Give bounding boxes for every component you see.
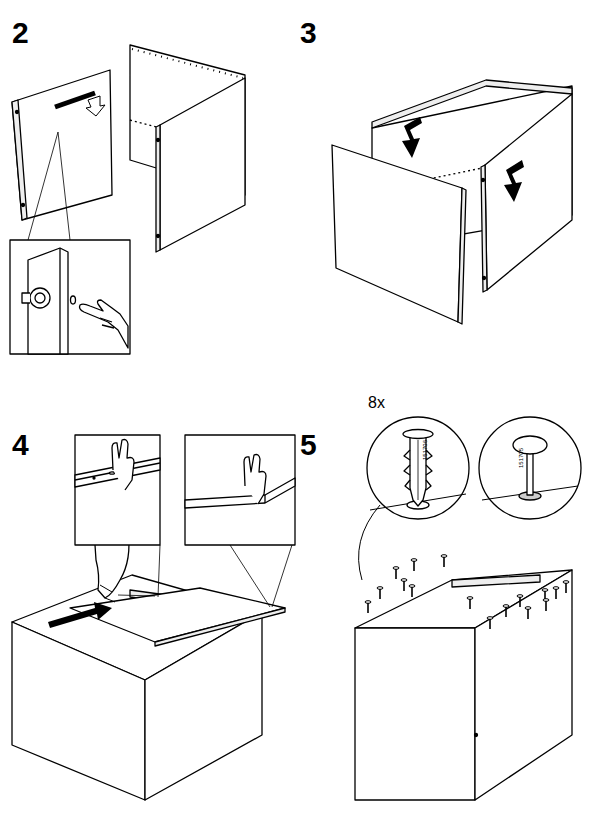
step-number: 5 [300, 430, 317, 460]
step3-arrows [402, 117, 524, 202]
detail-circle: 151705 [478, 416, 582, 520]
step2-back-and-side-panel [130, 45, 245, 252]
step-number: 2 [12, 18, 29, 48]
step3-falling-panel [332, 145, 466, 324]
circle-border [367, 417, 469, 519]
step2-detail-box [10, 240, 130, 354]
circle-outline [478, 416, 582, 520]
step5-carcass [355, 570, 572, 800]
circle-border [479, 417, 581, 519]
part-number: 151705 [518, 448, 524, 468]
quantity-label: 8x [368, 394, 385, 412]
step-number: 4 [12, 430, 29, 460]
leader-line [359, 505, 380, 580]
step4-detail-boxes [75, 435, 295, 545]
detail-circle: 8x151706 [366, 416, 470, 520]
step2-left-panel [12, 70, 112, 240]
part-number: 151706 [422, 440, 428, 460]
step5-screws [365, 555, 569, 629]
step-number: 3 [300, 18, 317, 48]
pin-dowel [482, 436, 578, 500]
circle-outline [366, 416, 470, 520]
plastic-dowel [370, 430, 466, 511]
